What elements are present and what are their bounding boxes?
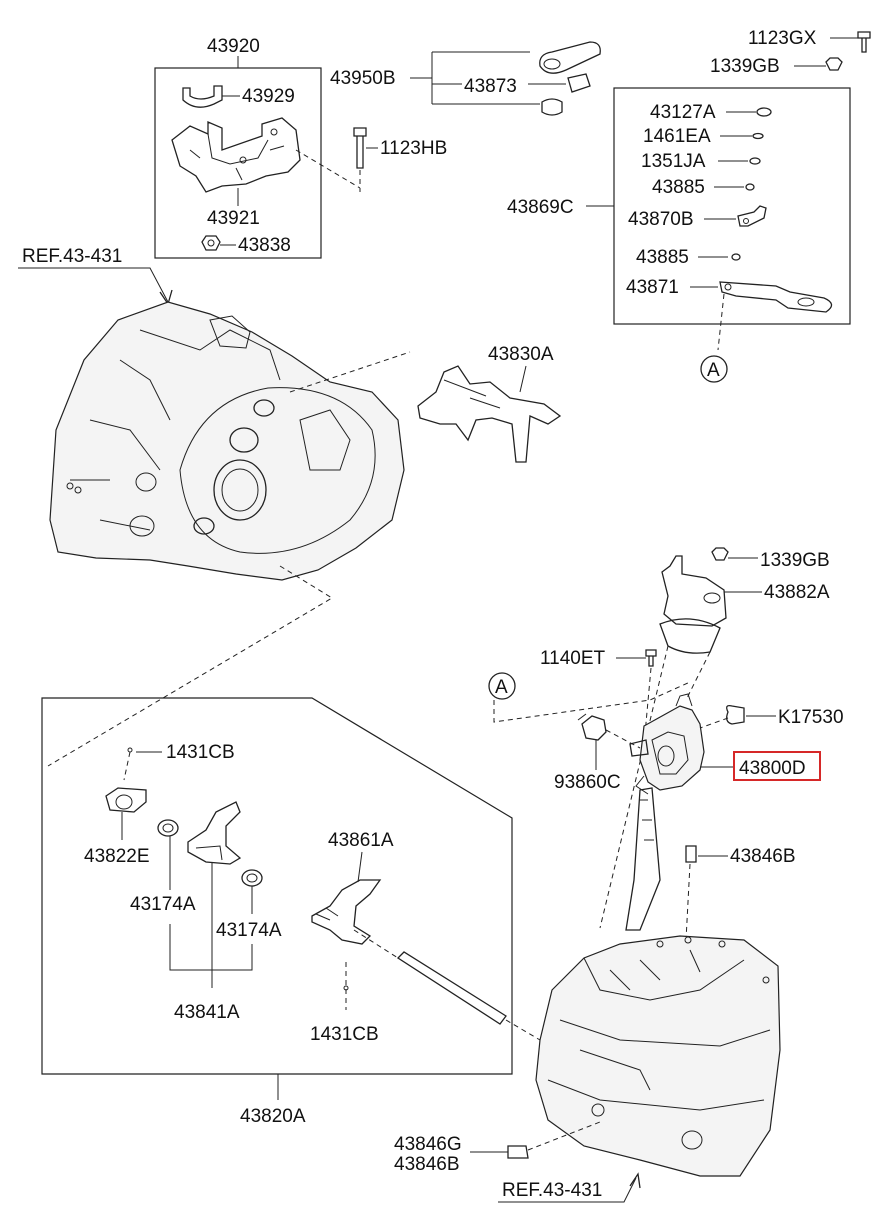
label-43830a[interactable]: 43830A	[488, 344, 554, 365]
highlight-box-43800d	[733, 751, 821, 781]
bolt-1123hb-group: 1123HB	[353, 127, 447, 192]
label-43950b[interactable]: 43950B	[330, 68, 396, 89]
label-43869c[interactable]: 43869C	[507, 197, 574, 218]
label-43846b-bot[interactable]: 43846B	[394, 1154, 460, 1175]
lever-43870b	[737, 205, 767, 227]
label-43882a[interactable]: 43882A	[764, 582, 830, 603]
label-43871[interactable]: 43871	[626, 277, 679, 298]
lever-43950b-group: 43950B 43873	[330, 41, 601, 116]
label-1339gb-mid[interactable]: 1339GB	[760, 550, 830, 571]
shift-lever-kit-group: 43869C 43127A 1461EA 1351JA 43885 43870B…	[507, 87, 851, 383]
switch-93860c	[581, 715, 607, 741]
arrow-ref-bottom	[629, 1172, 641, 1189]
fork-rail-box	[41, 697, 513, 1075]
bushing-43873	[567, 73, 591, 93]
label-43841a[interactable]: 43841A	[174, 1002, 240, 1023]
boot	[659, 618, 721, 654]
shift-shaft	[625, 787, 661, 931]
plugs-bottom-group: 43846G 43846B	[394, 1121, 601, 1175]
transmission-housing-bottom	[535, 935, 781, 1177]
label-43929[interactable]: 43929	[242, 86, 295, 107]
label-43174a-a[interactable]: 43174A	[130, 894, 196, 915]
lever-43871	[719, 281, 833, 313]
fork-43861a	[311, 879, 382, 945]
fork-43830a	[417, 365, 562, 463]
label-43885-a[interactable]: 43885	[652, 177, 705, 198]
label-43800d[interactable]: 43800D	[739, 758, 806, 779]
label-k17530[interactable]: K17530	[778, 707, 844, 728]
clip-43929	[182, 85, 223, 108]
label-1351ja[interactable]: 1351JA	[641, 151, 706, 172]
label-43820a[interactable]: 43820A	[240, 1106, 306, 1127]
ref-circle-a-mid	[488, 672, 516, 700]
grommet	[541, 98, 563, 116]
label-43846b-mid[interactable]: 43846B	[730, 846, 796, 867]
label-1140et[interactable]: 1140ET	[540, 648, 606, 669]
shift-control-assembly: 1339GB 43882A 1140ET A K17530	[488, 547, 844, 941]
housing-outline	[49, 301, 405, 581]
label-43174a-b[interactable]: 43174A	[216, 920, 282, 941]
bracket-43921	[171, 117, 301, 193]
label-43822e[interactable]: 43822E	[84, 846, 150, 867]
washer-1461ea	[752, 132, 764, 140]
label-93860c[interactable]: 93860C	[554, 772, 621, 793]
label-43870b[interactable]: 43870B	[628, 209, 694, 230]
bolt-1123gx	[857, 31, 871, 53]
nut-1339gb-mid	[711, 547, 729, 561]
ref-circle-a-top	[700, 355, 728, 383]
label-1431cb-b[interactable]: 1431CB	[310, 1024, 379, 1045]
label-1461ea[interactable]: 1461EA	[643, 126, 711, 147]
label-1123gx[interactable]: 1123GX	[748, 28, 817, 49]
label-43885-b[interactable]: 43885	[636, 247, 689, 268]
housing-bottom-outline	[535, 935, 781, 1177]
ref-bottom-group: REF.43-431	[498, 1172, 641, 1203]
fork-rail	[396, 951, 507, 1025]
label-1339gb-top[interactable]: 1339GB	[710, 56, 780, 77]
bracket-43882a	[661, 555, 727, 627]
fork-rail-group: 1431CB 43822E 43174A 43174A 43841A 43861…	[41, 697, 541, 1127]
bolt-1140et	[645, 649, 657, 667]
bushing-43174a-a	[157, 819, 179, 837]
label-1123hb[interactable]: 1123HB	[380, 138, 447, 159]
label-ref-bottom[interactable]: REF.43-431	[502, 1180, 602, 1201]
arrow-ref-top	[159, 289, 173, 306]
shift-unit-43800d	[639, 705, 705, 791]
label-43127a[interactable]: 43127A	[650, 102, 716, 123]
shift-fork-43830a-group: 43830A	[417, 344, 562, 463]
transmission-housing-top: REF.43-431	[18, 246, 411, 767]
bushing-43174a-b	[241, 869, 263, 887]
label-ref-top[interactable]: REF.43-431	[22, 246, 122, 267]
label-43873[interactable]: 43873	[464, 76, 517, 97]
label-1431cb-a[interactable]: 1431CB	[166, 742, 235, 763]
plug-43846g	[507, 1145, 529, 1159]
pin-1351ja	[749, 157, 761, 165]
top-right-fasteners: 1123GX 1339GB	[710, 28, 871, 77]
label-43838[interactable]: 43838	[238, 235, 291, 256]
cap-43127a	[756, 107, 772, 117]
lever-43950b	[539, 41, 601, 74]
bracket-assembly-group: 43920 43929 43921 43838	[154, 36, 361, 259]
nut-1339gb-top	[825, 57, 843, 71]
block-43822e	[105, 787, 147, 813]
clip-43885-b	[731, 253, 741, 261]
bolt-1123hb	[353, 127, 367, 169]
nut-43838	[201, 235, 221, 251]
plug-43846b-mid	[685, 845, 697, 863]
fork-43841a	[187, 801, 242, 865]
label-43861a[interactable]: 43861A	[328, 830, 394, 851]
clip-43885-a	[745, 183, 755, 191]
label-43921[interactable]: 43921	[207, 208, 260, 229]
label-ref-a-top[interactable]: A	[707, 360, 720, 381]
label-ref-a-mid[interactable]: A	[495, 677, 508, 698]
plug-k17530	[726, 704, 745, 725]
label-43846g[interactable]: 43846G	[394, 1134, 462, 1155]
label-43920[interactable]: 43920	[207, 36, 260, 57]
